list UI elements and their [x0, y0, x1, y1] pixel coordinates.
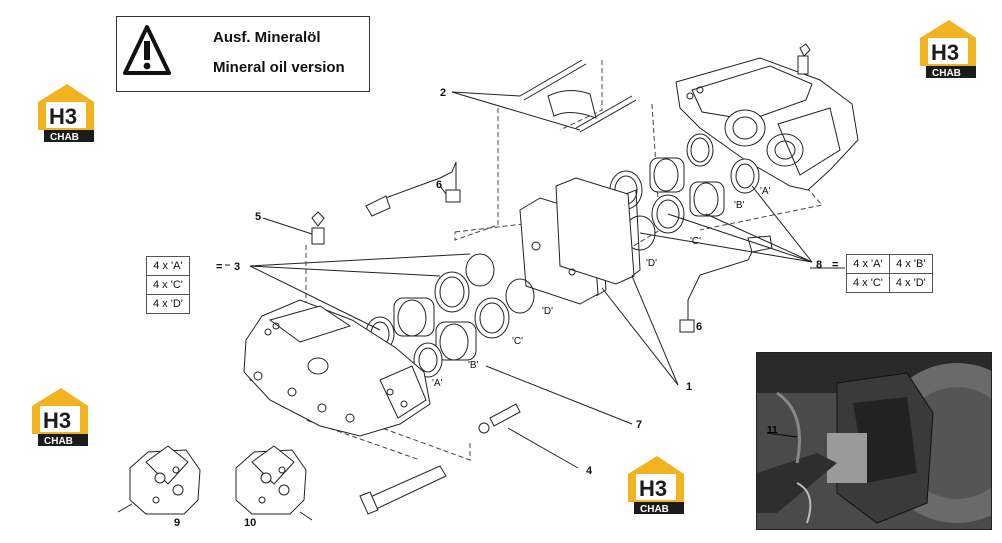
h3-chab-logo-icon: H3 CHAB: [38, 84, 94, 143]
seal-label-a-left: 'A': [432, 378, 443, 389]
callout-7: 7: [636, 419, 642, 431]
callout-9: 9: [174, 517, 180, 529]
callout-4: 4: [586, 465, 593, 477]
table-cell: 4 x 'A': [846, 254, 890, 274]
callout-10: 10: [244, 517, 256, 529]
seal-kit-table-right: 4 x 'A' 4 x 'B' 4 x 'C' 4 x 'D': [846, 254, 933, 293]
table-cell: 4 x 'A': [146, 256, 190, 276]
callout-6-bottom: 6: [696, 321, 702, 333]
h3-chab-logo-icon: H3 CHAB: [32, 388, 88, 447]
seal-label-d-right: 'D': [646, 258, 657, 269]
table-cell: 4 x 'C': [846, 273, 890, 293]
table-cell: 4 x 'B': [888, 254, 933, 274]
callout-11: 11: [767, 425, 778, 436]
svg-text:CHAB: CHAB: [50, 132, 79, 143]
callout-5: 5: [255, 211, 261, 223]
svg-text:CHAB: CHAB: [640, 504, 669, 515]
callout-1: 1: [686, 381, 692, 393]
svg-text:H3: H3: [931, 40, 959, 65]
svg-text:H3: H3: [639, 476, 667, 501]
seal-label-c-right: 'C': [690, 236, 701, 247]
h3-chab-logo-icon: H3 CHAB: [920, 20, 976, 79]
h3-chab-logo-icon: H3 CHAB: [628, 456, 684, 515]
svg-text:H3: H3: [43, 408, 71, 433]
callout-6-top: 6: [436, 179, 442, 191]
warning-box: Ausf. Mineralöl Mineral oil version: [116, 16, 370, 92]
warning-text-de: Ausf. Mineralöl: [213, 29, 321, 46]
callout-3: 3: [234, 261, 240, 273]
callout-8-equals: =: [832, 259, 838, 271]
warning-text-en: Mineral oil version: [213, 59, 345, 76]
callout-2: 2: [440, 87, 446, 99]
warning-triangle-icon: [123, 25, 171, 75]
seal-label-d-left: 'D': [542, 306, 553, 317]
seal-label-c-left: 'C': [512, 336, 523, 347]
callout-8: 8: [816, 259, 822, 271]
svg-text:CHAB: CHAB: [932, 68, 961, 79]
svg-text:CHAB: CHAB: [44, 436, 73, 447]
svg-text:H3: H3: [49, 104, 77, 129]
table-cell: 4 x 'C': [146, 275, 190, 295]
seal-kit-table-left: 4 x 'A' 4 x 'C' 4 x 'D': [146, 256, 190, 314]
seal-label-b-left: 'B': [468, 360, 479, 371]
installed-caliper-photo: 11: [756, 352, 992, 530]
caliper-photo-image: 11: [757, 353, 991, 529]
callout-3-equals: =: [216, 261, 222, 273]
seal-label-b-right: 'B': [734, 200, 745, 211]
table-cell: 4 x 'D': [888, 273, 933, 293]
table-cell: 4 x 'D': [146, 294, 190, 314]
seal-label-a-right: 'A': [760, 186, 771, 197]
